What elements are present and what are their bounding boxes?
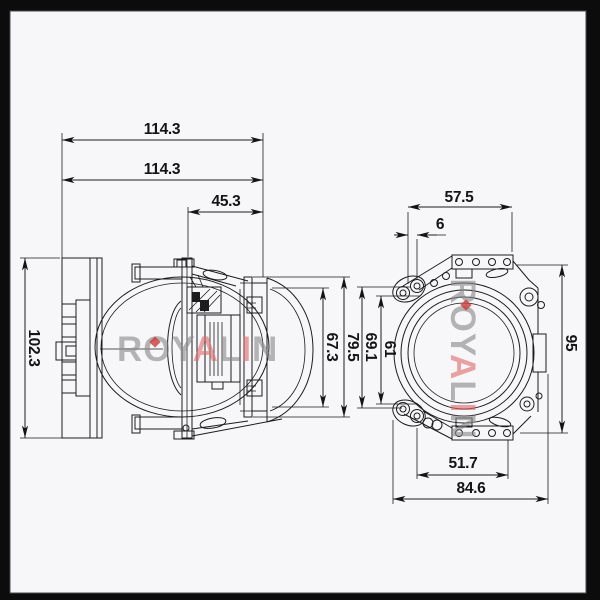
svg-text:ROYALIN: ROYALIN (443, 278, 482, 439)
watermark-gray-roy: ROY (443, 278, 482, 356)
logo-diamond-icon (149, 336, 161, 348)
watermark-gray-n: N (443, 413, 482, 439)
dim-label-lens-diameter: 67.3 (323, 333, 340, 363)
dim-label-overall-width-a: 114.3 (144, 121, 181, 138)
brand-watermark-front: ROYALIN (443, 278, 482, 439)
side-view-linework (55, 257, 314, 440)
brand-watermark-side: ROYALIN (117, 330, 278, 369)
watermark-gray-roy: ROY (117, 330, 195, 369)
dim-label-holder-height: 79.5 (344, 333, 361, 363)
dim-label-side-height: 95 (562, 335, 579, 352)
dim-label-hole-offset: 6 (436, 216, 445, 233)
dim-label-overall-width-b: 114.3 (144, 161, 181, 178)
dim-label-bottom-bolt-span: 51.7 (449, 455, 478, 472)
dim-label-front-section-length: 45.3 (212, 193, 242, 210)
watermark-red-i: I (443, 403, 482, 414)
front-view-linework (392, 254, 547, 441)
watermark-red-a: A (193, 330, 219, 369)
svg-text:ROYALIN: ROYALIN (117, 330, 278, 369)
dim-label-left-span-outer: 69.1 (362, 333, 379, 363)
dim-label-top-bolt-span: 57.5 (445, 189, 475, 206)
side-view-dimensions: 114.3 114.3 45.3 102.3 67.3 79.5 (20, 121, 361, 439)
logo-diamond-icon (460, 299, 472, 311)
watermark-gray-n: N (252, 330, 278, 369)
dim-label-rear-height: 102.3 (25, 329, 42, 367)
watermark-red-a: A (443, 354, 482, 380)
dim-label-lens-opening: 61 (381, 341, 398, 358)
watermark-red-i: I (241, 330, 252, 369)
dim-label-overall-width: 84.6 (457, 480, 487, 497)
front-view-dimensions: 57.5 6 95 69.1 61 51.7 84.6 (357, 189, 579, 504)
drawing-sheet (9, 10, 587, 594)
watermark-gray-l: L (219, 330, 241, 369)
watermark-gray-l: L (443, 380, 482, 402)
